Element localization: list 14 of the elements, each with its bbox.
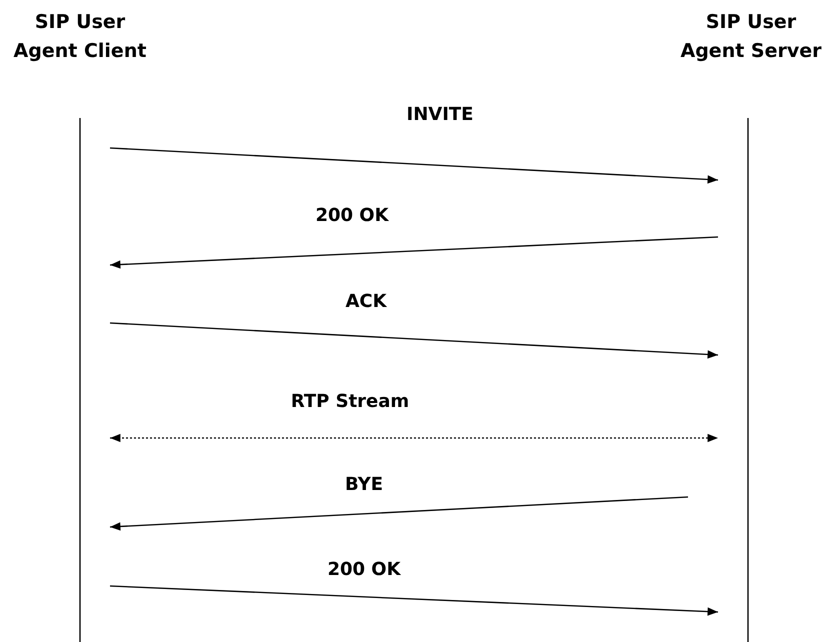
message-arrow [110,434,718,442]
message-arrow [110,147,718,184]
message-arrow [110,236,718,269]
message-arrow [110,322,718,359]
participant-name: SIP User Agent Client [12,10,148,64]
edge-label: INVITE [406,104,474,126]
edge-label: RTP Stream [290,391,410,413]
edge-label: 200 OK [327,559,401,581]
edge-label: ACK [345,291,387,313]
edge-label: 200 OK [315,205,389,227]
edge-label: BYE [344,474,384,496]
message-arrow [110,496,688,531]
message-arrow [110,585,718,616]
participant-name: SIP User Agent Server [680,10,822,64]
